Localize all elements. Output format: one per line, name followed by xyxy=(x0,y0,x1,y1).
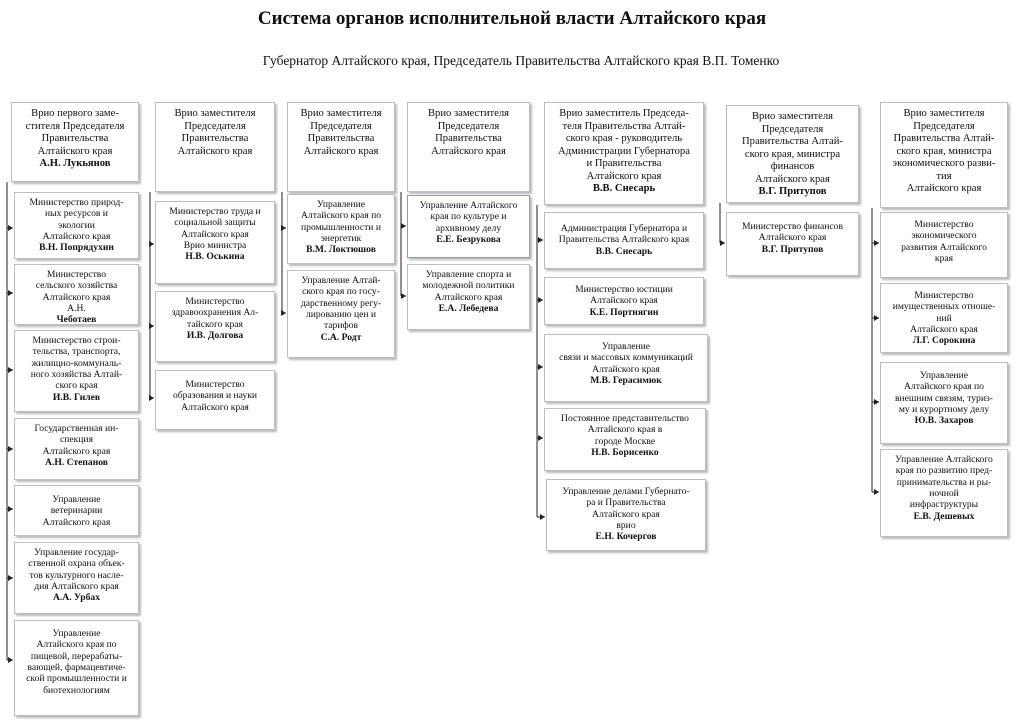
arrow-head xyxy=(538,237,543,243)
org-box-col2-0: Управление Алтайского края по промышленн… xyxy=(287,194,395,264)
chart-title: Система органов исполнительной власти Ал… xyxy=(257,8,767,29)
org-box-col0-0: Министерство природ- ных ресурсов и экол… xyxy=(14,192,139,259)
org-box-col4-2: Управление связи и массовых коммуникаций… xyxy=(544,334,708,402)
org-box-col4-3: Постоянное представительство Алтайского … xyxy=(544,408,706,471)
arrow-head xyxy=(401,293,406,299)
arrow-head xyxy=(720,240,725,246)
arrow-head xyxy=(874,399,879,405)
org-box-col1-2: Министерство образования и науки Алтайск… xyxy=(155,370,275,430)
org-box-col0-3: Государственная ин- спекция Алтайского к… xyxy=(14,418,139,480)
head-box-col4: Врио заместитель Председа- теля Правител… xyxy=(544,102,704,205)
head-box-col5: Врио заместителя Председателя Правительс… xyxy=(726,105,859,203)
arrow-head xyxy=(8,657,13,663)
arrow-head xyxy=(538,435,543,441)
org-box-col3-0: Управление Алтайского края по культуре и… xyxy=(407,195,530,258)
org-box-col6-2: Управление Алтайского края по внешним св… xyxy=(880,362,1008,444)
org-box-col4-1: Министерство юстиции Алтайского края К.Е… xyxy=(544,277,704,325)
governor-line: Губернатор Алтайского края, Председатель… xyxy=(262,53,780,68)
org-box-col4-0: Администрация Губернатора и Правительств… xyxy=(544,212,704,269)
head-box-col6: Врио заместителя Председателя Правительс… xyxy=(880,102,1008,208)
arrow-head xyxy=(149,395,154,401)
head-box-col1: Врио заместителя Председателя Правительс… xyxy=(155,102,275,192)
org-box-col4-4: Управление делами Губернато- ра и Правит… xyxy=(546,479,706,551)
head-box-col2: Врио заместителя Председателя Правительс… xyxy=(287,102,395,192)
arrow-head xyxy=(538,297,543,303)
arrow-head xyxy=(8,225,13,231)
arrow-head xyxy=(874,240,879,246)
org-box-col0-4: Управление ветеринарии Алтайского края xyxy=(14,485,139,536)
head-box-col3: Врио заместителя Председателя Правительс… xyxy=(407,102,530,192)
org-box-col0-5: Управление государ- ственной охрана объе… xyxy=(14,542,139,614)
org-box-col5-0: Министерство финансов Алтайского края В.… xyxy=(726,212,859,276)
arrow-head xyxy=(8,367,13,373)
arrow-head xyxy=(8,506,13,512)
org-box-col6-3: Управление Алтайского края по развитию п… xyxy=(880,449,1008,537)
arrow-head xyxy=(401,223,406,229)
org-box-col0-6: Управление Алтайского края по пищевой, п… xyxy=(14,620,139,716)
arrow-head xyxy=(8,575,13,581)
arrow-head xyxy=(149,323,154,329)
head-box-col0: Врио первого заме- стителя Председателя … xyxy=(11,102,139,182)
org-box-col2-1: Управление Алтай- ского края по госу- да… xyxy=(287,270,395,358)
arrow-head xyxy=(874,489,879,495)
arrow-head xyxy=(149,241,154,247)
arrow-head xyxy=(540,514,545,520)
org-box-col1-1: Министерство здравоохранения Ал- тайског… xyxy=(155,291,275,362)
org-box-col6-0: Министерство экономического развития Алт… xyxy=(880,212,1008,278)
org-box-col0-2: Министерство строи- тельства, транспорта… xyxy=(14,330,139,412)
arrow-head xyxy=(281,310,286,316)
org-box-col6-1: Министерство имущественных отноше- ний А… xyxy=(880,283,1008,353)
org-box-col3-1: Управление спорта и молодежной политики … xyxy=(407,264,530,330)
arrow-head xyxy=(8,290,13,296)
arrow-head xyxy=(874,315,879,321)
arrow-head xyxy=(281,225,286,231)
org-box-col1-0: Министерство труда и социальной защиты А… xyxy=(155,201,275,284)
org-box-col0-1: Министерство сельского хозяйства Алтайск… xyxy=(14,264,139,325)
arrow-head xyxy=(538,364,543,370)
arrow-head xyxy=(8,446,13,452)
